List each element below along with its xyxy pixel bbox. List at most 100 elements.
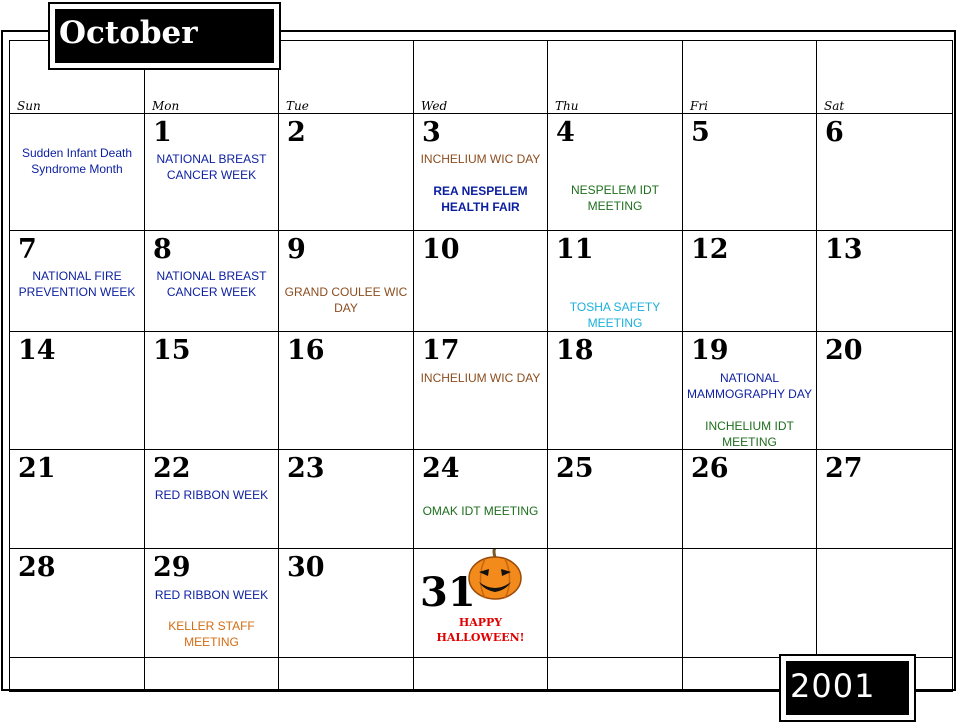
day-cell-21: 21 <box>9 449 145 549</box>
jack-o-lantern-icon <box>468 549 522 600</box>
event-grand-coulee-wic-day: GRAND COULEE WIC DAY <box>284 285 408 315</box>
day-cell-empty <box>144 657 279 692</box>
event-sids-month: Sudden Infant Death Syndrome Month <box>21 146 133 176</box>
day-cell-empty <box>682 548 817 658</box>
event-inchelium-wic-day: INCHELIUM WIC DAY <box>420 152 541 166</box>
event-red-ribbon-week: RED RIBBON WEEK <box>154 588 269 602</box>
day-cell-5: 5 <box>682 113 817 231</box>
day-number: 26 <box>691 453 729 484</box>
day-cell-14: 14 <box>9 331 145 450</box>
day-number: 17 <box>422 335 460 366</box>
event-breast-cancer-week: NATIONAL BREAST CANCER WEEK <box>156 152 267 182</box>
weekday-header-sat: Sat <box>816 40 953 114</box>
day-cell-12: 12 <box>682 230 817 332</box>
day-cell-1: 1 NATIONAL BREAST CANCER WEEK <box>144 113 279 231</box>
event-inchelium-idt: INCHELIUM IDT MEETING <box>705 419 794 449</box>
day-number: 16 <box>287 335 325 366</box>
day-cell-23: 23 <box>278 449 414 549</box>
day-number: 5 <box>691 117 710 148</box>
month-title-background: October <box>55 9 274 63</box>
event-happy-halloween: HAPPY HALLOWEEN! <box>436 616 525 644</box>
week-row-2: 7 NATIONAL FIRE PREVENTION WEEK 8 NATION… <box>9 230 953 332</box>
day-cell-27: 27 <box>816 449 953 549</box>
day-number: 1 <box>153 117 172 148</box>
day-cell-empty <box>413 657 548 692</box>
day-cell-empty <box>816 548 953 658</box>
day-cell-empty <box>547 657 683 692</box>
day-number: 9 <box>287 234 306 265</box>
day-cell-25: 25 <box>547 449 683 549</box>
day-cell-16: 16 <box>278 331 414 450</box>
day-cell-20: 20 <box>816 331 953 450</box>
day-number: 24 <box>422 453 460 484</box>
day-number: 21 <box>18 453 56 484</box>
event-health-fair: REA NESPELEM HEALTH FAIR <box>433 184 528 214</box>
event-tosha-safety: TOSHA SAFETY MEETING <box>569 300 661 330</box>
day-cell-4: 4 NESPELEM IDT MEETING <box>547 113 683 231</box>
day-number: 22 <box>153 453 191 484</box>
day-cell-11: 11 TOSHA SAFETY MEETING <box>547 230 683 332</box>
event-mammography-day: NATIONAL MAMMOGRAPHY DAY <box>687 371 812 401</box>
day-cell-empty: Sudden Infant Death Syndrome Month <box>9 113 145 231</box>
day-cell-29: 29 RED RIBBON WEEK KELLER STAFF MEETING <box>144 548 279 658</box>
day-cell-10: 10 <box>413 230 548 332</box>
day-cell-9: 9 GRAND COULEE WIC DAY <box>278 230 414 332</box>
day-cell-22: 22 RED RIBBON WEEK <box>144 449 279 549</box>
event-omak-idt: OMAK IDT MEETING <box>422 504 539 518</box>
day-number: 20 <box>825 335 863 366</box>
month-title-box: October <box>48 2 281 70</box>
week-row-1: Sudden Infant Death Syndrome Month 1 NAT… <box>9 113 953 231</box>
day-number: 30 <box>287 552 325 583</box>
day-number: 7 <box>18 234 37 265</box>
day-number: 12 <box>691 234 729 265</box>
day-cell-8: 8 NATIONAL BREAST CANCER WEEK <box>144 230 279 332</box>
day-cell-24: 24 OMAK IDT MEETING <box>413 449 548 549</box>
day-cell-18: 18 <box>547 331 683 450</box>
day-cell-empty <box>547 548 683 658</box>
weekday-header-row: Sun Mon Tue Wed Thu Fri Sat <box>9 40 953 114</box>
day-number: 15 <box>153 335 191 366</box>
year-background: 2001 <box>786 661 909 715</box>
event-fire-prevention-week: NATIONAL FIRE PREVENTION WEEK <box>18 269 136 299</box>
event-red-ribbon-week: RED RIBBON WEEK <box>154 488 269 502</box>
day-cell-26: 26 <box>682 449 817 549</box>
day-number: 10 <box>422 234 460 265</box>
day-number: 19 <box>691 335 729 366</box>
weekday-header-fri: Fri <box>682 40 817 114</box>
event-inchelium-wic-day: INCHELIUM WIC DAY <box>420 371 541 385</box>
day-number: 23 <box>287 453 325 484</box>
day-cell-31: 31 HAPPY HALLOWEEN! <box>413 548 548 658</box>
day-cell-28: 28 <box>9 548 145 658</box>
day-number: 6 <box>825 117 844 148</box>
weekday-header-tue: Tue <box>278 40 414 114</box>
day-cell-2: 2 <box>278 113 414 231</box>
day-number: 29 <box>153 552 191 583</box>
event-keller-staff-meeting: KELLER STAFF MEETING <box>168 619 255 649</box>
day-number: 2 <box>287 117 306 148</box>
day-cell-empty <box>9 657 145 692</box>
day-number: 27 <box>825 453 863 484</box>
week-row-3: 14 15 16 17 INCHELIUM WIC DAY 18 19 NATI… <box>9 331 953 450</box>
event-nespelem-idt: NESPELEM IDT MEETING <box>570 183 660 213</box>
day-cell-3: 3 INCHELIUM WIC DAY REA NESPELEM HEALTH … <box>413 113 548 231</box>
week-row-4: 21 22 RED RIBBON WEEK 23 24 OMAK IDT MEE… <box>9 449 953 549</box>
day-cell-empty <box>278 657 414 692</box>
day-number: 28 <box>18 552 56 583</box>
day-number: 3 <box>422 117 441 148</box>
year-label: 2001 <box>790 667 876 705</box>
day-number: 18 <box>556 335 594 366</box>
day-cell-6: 6 <box>816 113 953 231</box>
weekday-header-thu: Thu <box>547 40 683 114</box>
day-cell-7: 7 NATIONAL FIRE PREVENTION WEEK <box>9 230 145 332</box>
day-cell-13: 13 <box>816 230 953 332</box>
day-number: 31 <box>420 569 476 616</box>
day-number: 4 <box>556 117 575 148</box>
day-cell-15: 15 <box>144 331 279 450</box>
year-box: 2001 <box>779 654 916 722</box>
day-number: 14 <box>18 335 56 366</box>
day-cell-30: 30 <box>278 548 414 658</box>
day-number: 25 <box>556 453 594 484</box>
weekday-header-wed: Wed <box>413 40 548 114</box>
calendar-grid: Sun Mon Tue Wed Thu Fri Sat Sudden Infan… <box>9 40 953 692</box>
week-row-5: 28 29 RED RIBBON WEEK KELLER STAFF MEETI… <box>9 548 953 658</box>
